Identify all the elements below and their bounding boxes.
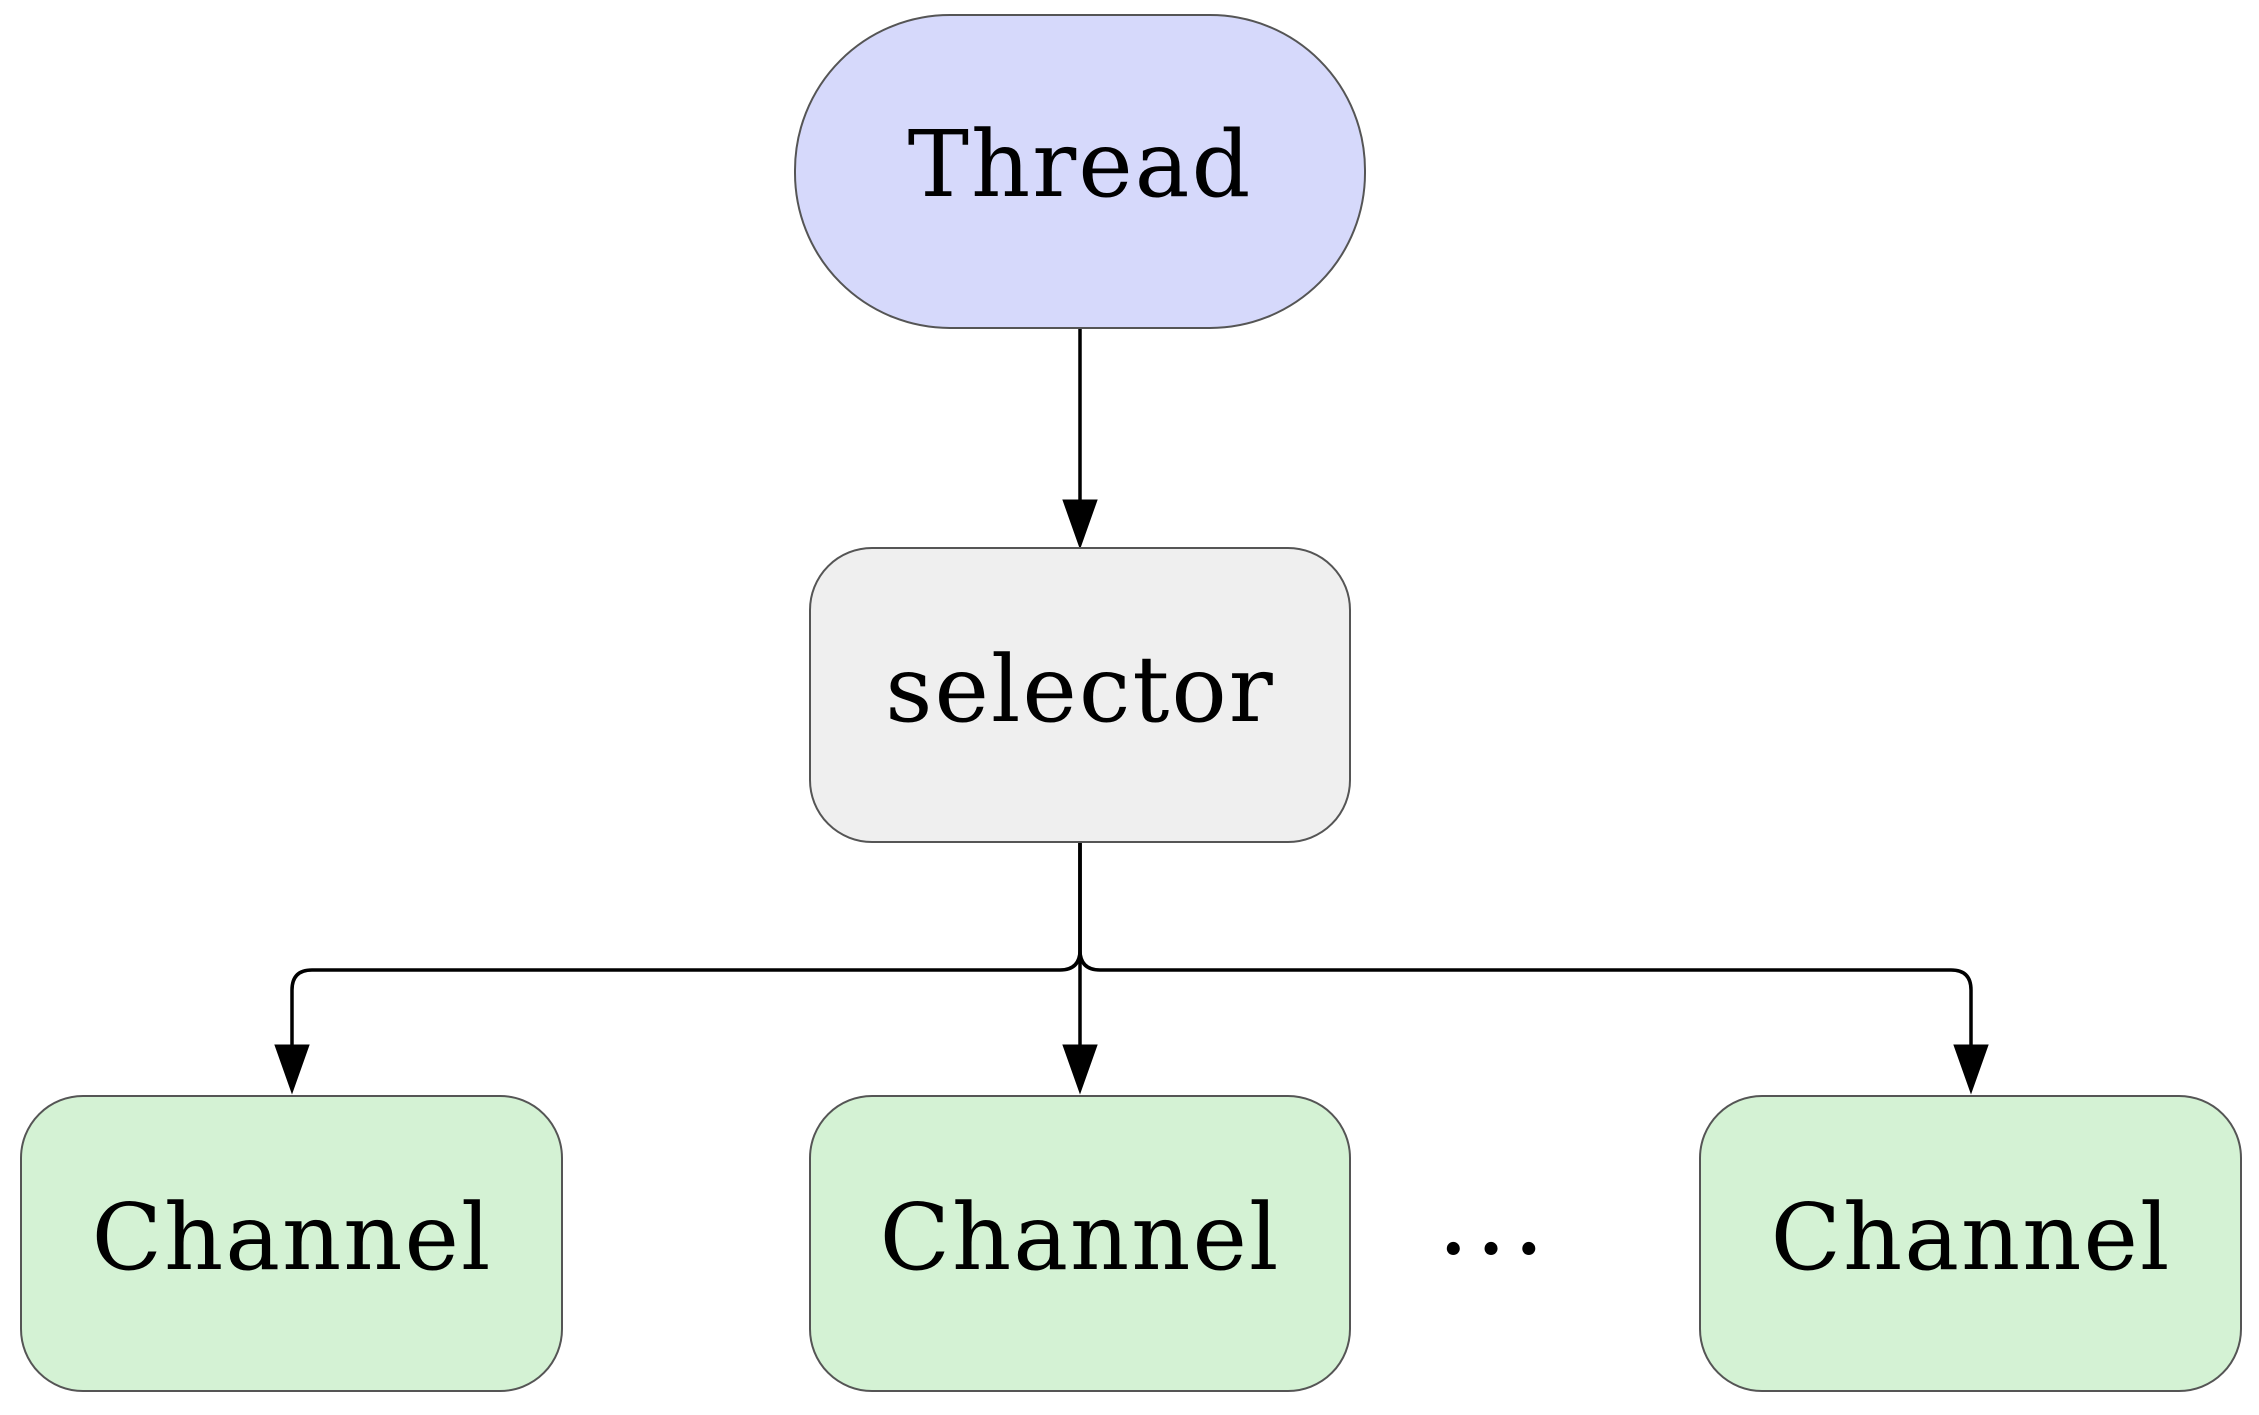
edge-selector-channel-3	[1078, 840, 1973, 1055]
node-channel-1: Channel	[20, 1095, 563, 1392]
node-channel-2-shape	[809, 1095, 1351, 1392]
node-selector-label: selector	[885, 636, 1274, 743]
node-channel-1-shape	[20, 1095, 563, 1392]
node-selector-shape	[809, 547, 1351, 843]
node-thread-shape	[794, 14, 1366, 329]
edges	[274, 328, 1989, 1095]
arrowhead-channel-1	[274, 1044, 310, 1095]
arrowhead-selector	[1062, 499, 1098, 550]
node-thread: Thread	[794, 14, 1366, 329]
node-channel-3-label: Channel	[1771, 1184, 2172, 1291]
arrowhead-channel-2	[1062, 1044, 1098, 1095]
node-channel-3-shape	[1699, 1095, 2242, 1392]
arrowhead-channel-3	[1953, 1044, 1989, 1095]
node-channel-2-label: Channel	[880, 1184, 1281, 1291]
node-channel-3: Channel	[1699, 1095, 2242, 1392]
node-thread-label: Thread	[908, 111, 1253, 218]
ellipsis-label: ...	[1437, 1161, 1550, 1278]
node-selector: selector	[809, 547, 1351, 843]
node-channel-2: Channel	[809, 1095, 1351, 1392]
node-channel-1-label: Channel	[92, 1184, 493, 1291]
edge-selector-channel-1	[290, 840, 1082, 1055]
